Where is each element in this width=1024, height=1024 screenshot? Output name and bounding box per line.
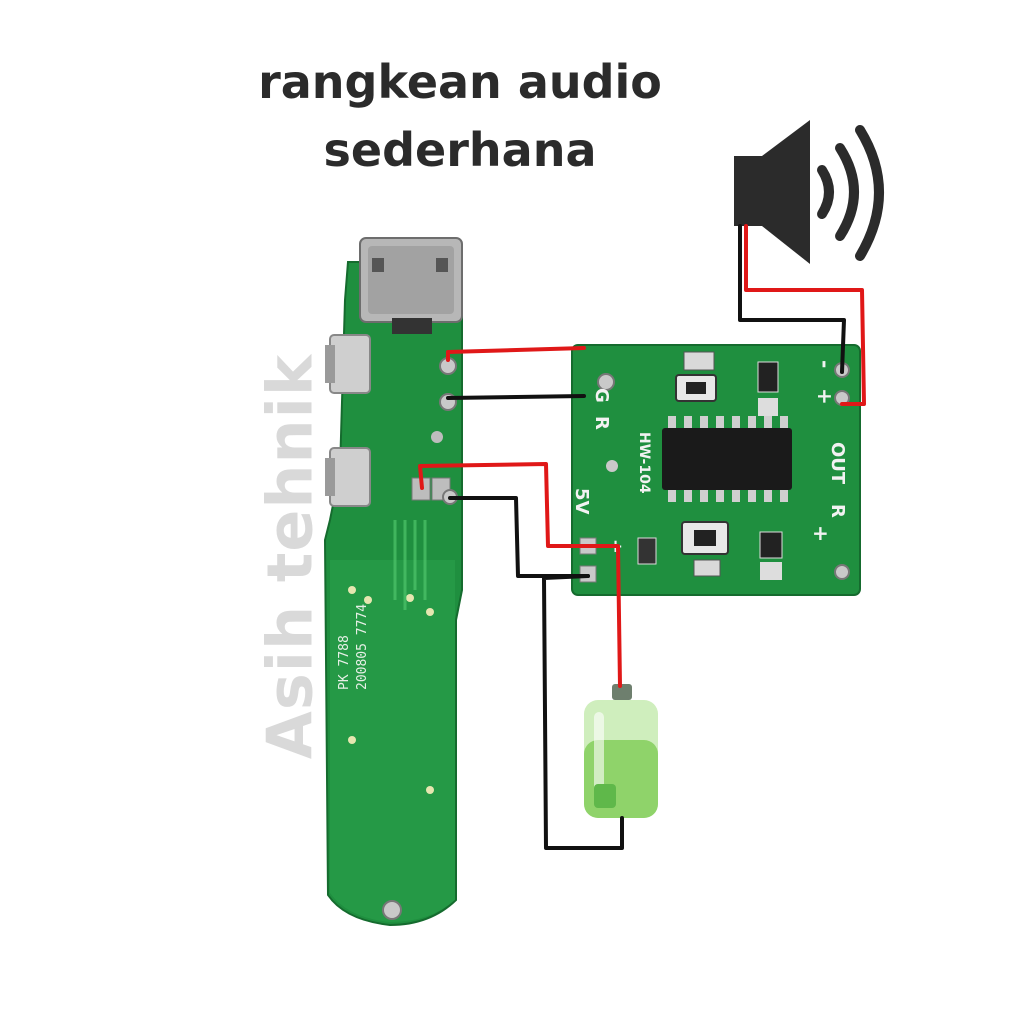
amplifier-board: G R 5V + - + OUT R + HW-104 — [571, 344, 861, 596]
amp-label-r: R — [591, 416, 612, 430]
amp-label-5v: 5V — [571, 488, 592, 515]
amp-label-g: G — [591, 388, 612, 403]
side-button-bottom — [325, 447, 371, 507]
usb-port — [359, 237, 463, 334]
amp-label-plus-out: + — [813, 388, 837, 405]
side-button-top — [325, 334, 371, 394]
amp-label-r-out: R — [827, 504, 848, 518]
speaker-icon — [734, 120, 884, 264]
amp-label-out: OUT — [827, 442, 848, 485]
title-line-1: rangkean audio — [258, 55, 662, 109]
charger-board: PK 7788 200805 7774 — [323, 237, 463, 927]
amp-label-plus-r: + — [812, 521, 829, 545]
wires — [418, 224, 866, 850]
title-line-2: sederhana — [323, 123, 597, 177]
charger-silk-1: PK 7788 — [337, 635, 352, 690]
diagram-title: rangkean audio sederhana — [200, 48, 720, 184]
battery-icon — [584, 684, 658, 818]
charger-silk-2: 200805 7774 — [355, 604, 370, 690]
amplifier-chip — [662, 416, 792, 502]
amp-chip-label: HW-104 — [636, 432, 652, 494]
amp-label-minus: - — [813, 360, 837, 368]
